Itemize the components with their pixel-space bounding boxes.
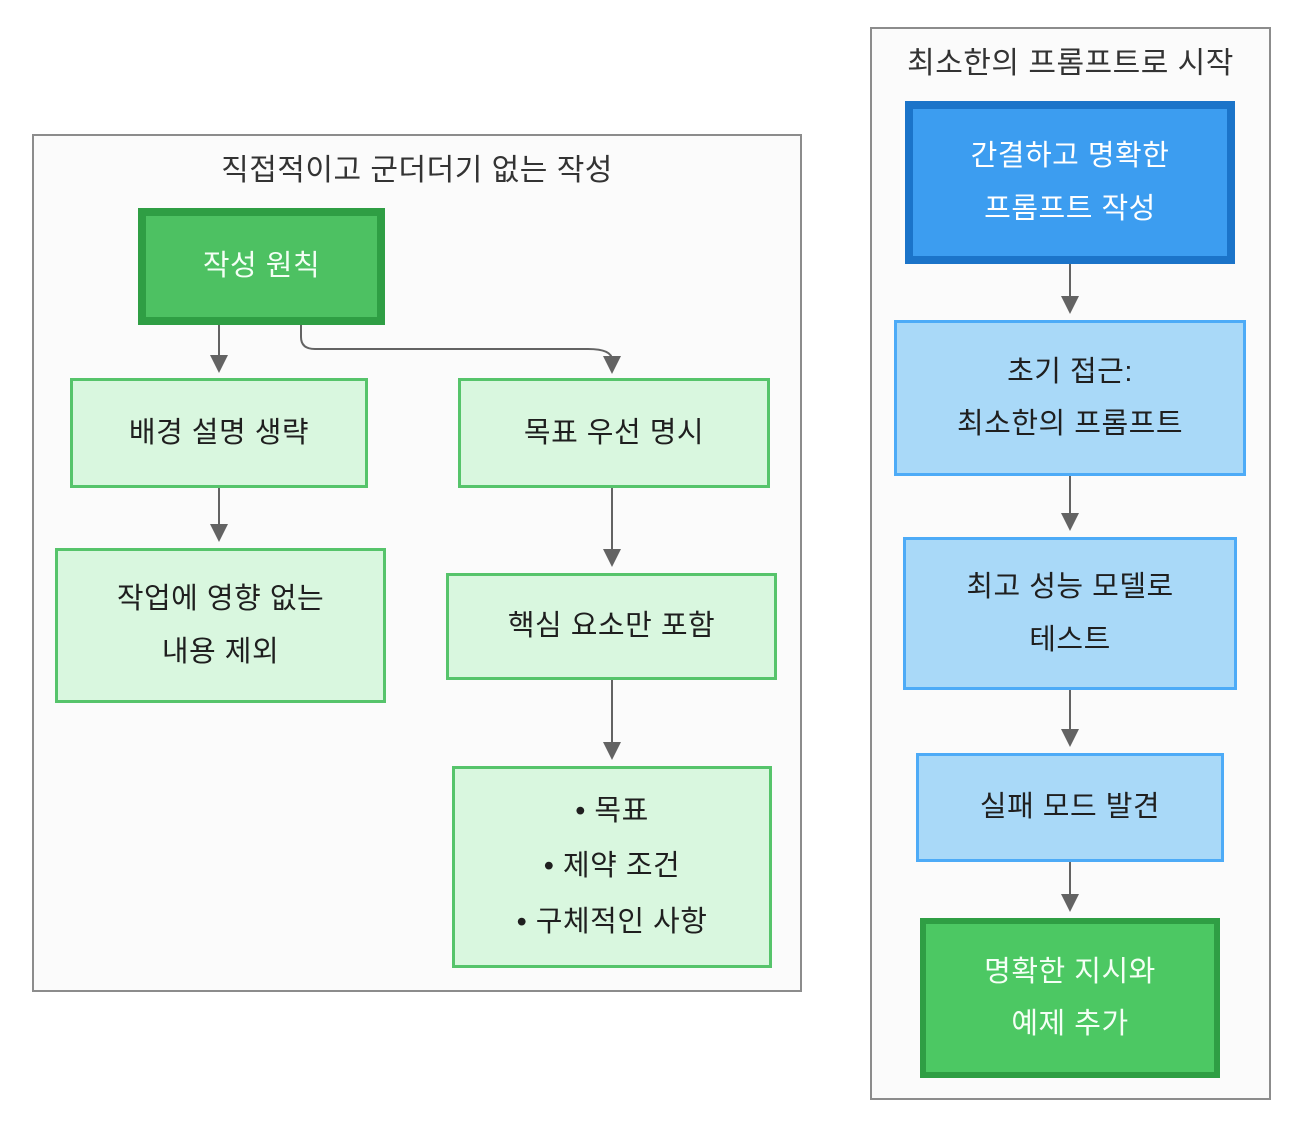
node-write-concise-prompt-label: 간결하고 명확한 프롬프트 작성 — [970, 140, 1170, 225]
node-bullet-list: • 목표 • 제약 조건 • 구체적인 사항 — [452, 766, 772, 968]
node-core-elements-only-label: 핵심 요소만 포함 — [507, 610, 716, 643]
node-omit-background-label: 배경 설명 생략 — [128, 416, 310, 449]
panel-title-direct-writing: 직접적이고 군더더기 없는 작성 — [221, 154, 613, 187]
node-find-failure-modes: 실패 모드 발견 — [916, 753, 1224, 862]
node-state-goal-first-label: 목표 우선 명시 — [523, 416, 705, 449]
node-omit-background: 배경 설명 생략 — [70, 378, 368, 488]
node-test-best-model: 최고 성능 모델로 테스트 — [903, 537, 1237, 690]
node-test-best-model-label: 최고 성능 모델로 테스트 — [966, 571, 1174, 656]
node-add-instructions-examples: 명확한 지시와 예제 추가 — [920, 918, 1220, 1078]
node-writing-principles: 작성 원칙 — [138, 208, 385, 325]
node-exclude-irrelevant-label: 작업에 영향 없는 내용 제외 — [116, 583, 325, 668]
node-state-goal-first: 목표 우선 명시 — [458, 378, 770, 488]
node-exclude-irrelevant: 작업에 영향 없는 내용 제외 — [55, 548, 386, 703]
panel-title-minimal-prompt: 최소한의 프롬프트로 시작 — [907, 47, 1234, 80]
node-find-failure-modes-label: 실패 모드 발견 — [979, 791, 1161, 824]
node-initial-minimal-prompt-label: 초기 접근: 최소한의 프롬프트 — [957, 355, 1183, 440]
node-add-instructions-examples-label: 명확한 지시와 예제 추가 — [984, 955, 1156, 1040]
node-core-elements-only: 핵심 요소만 포함 — [446, 573, 777, 680]
node-writing-principles-label: 작성 원칙 — [202, 250, 321, 283]
node-initial-minimal-prompt: 초기 접근: 최소한의 프롬프트 — [894, 320, 1246, 476]
node-bullet-list-label: • 목표 • 제약 조건 • 구체적인 사항 — [516, 795, 708, 938]
node-write-concise-prompt: 간결하고 명확한 프롬프트 작성 — [905, 101, 1235, 264]
